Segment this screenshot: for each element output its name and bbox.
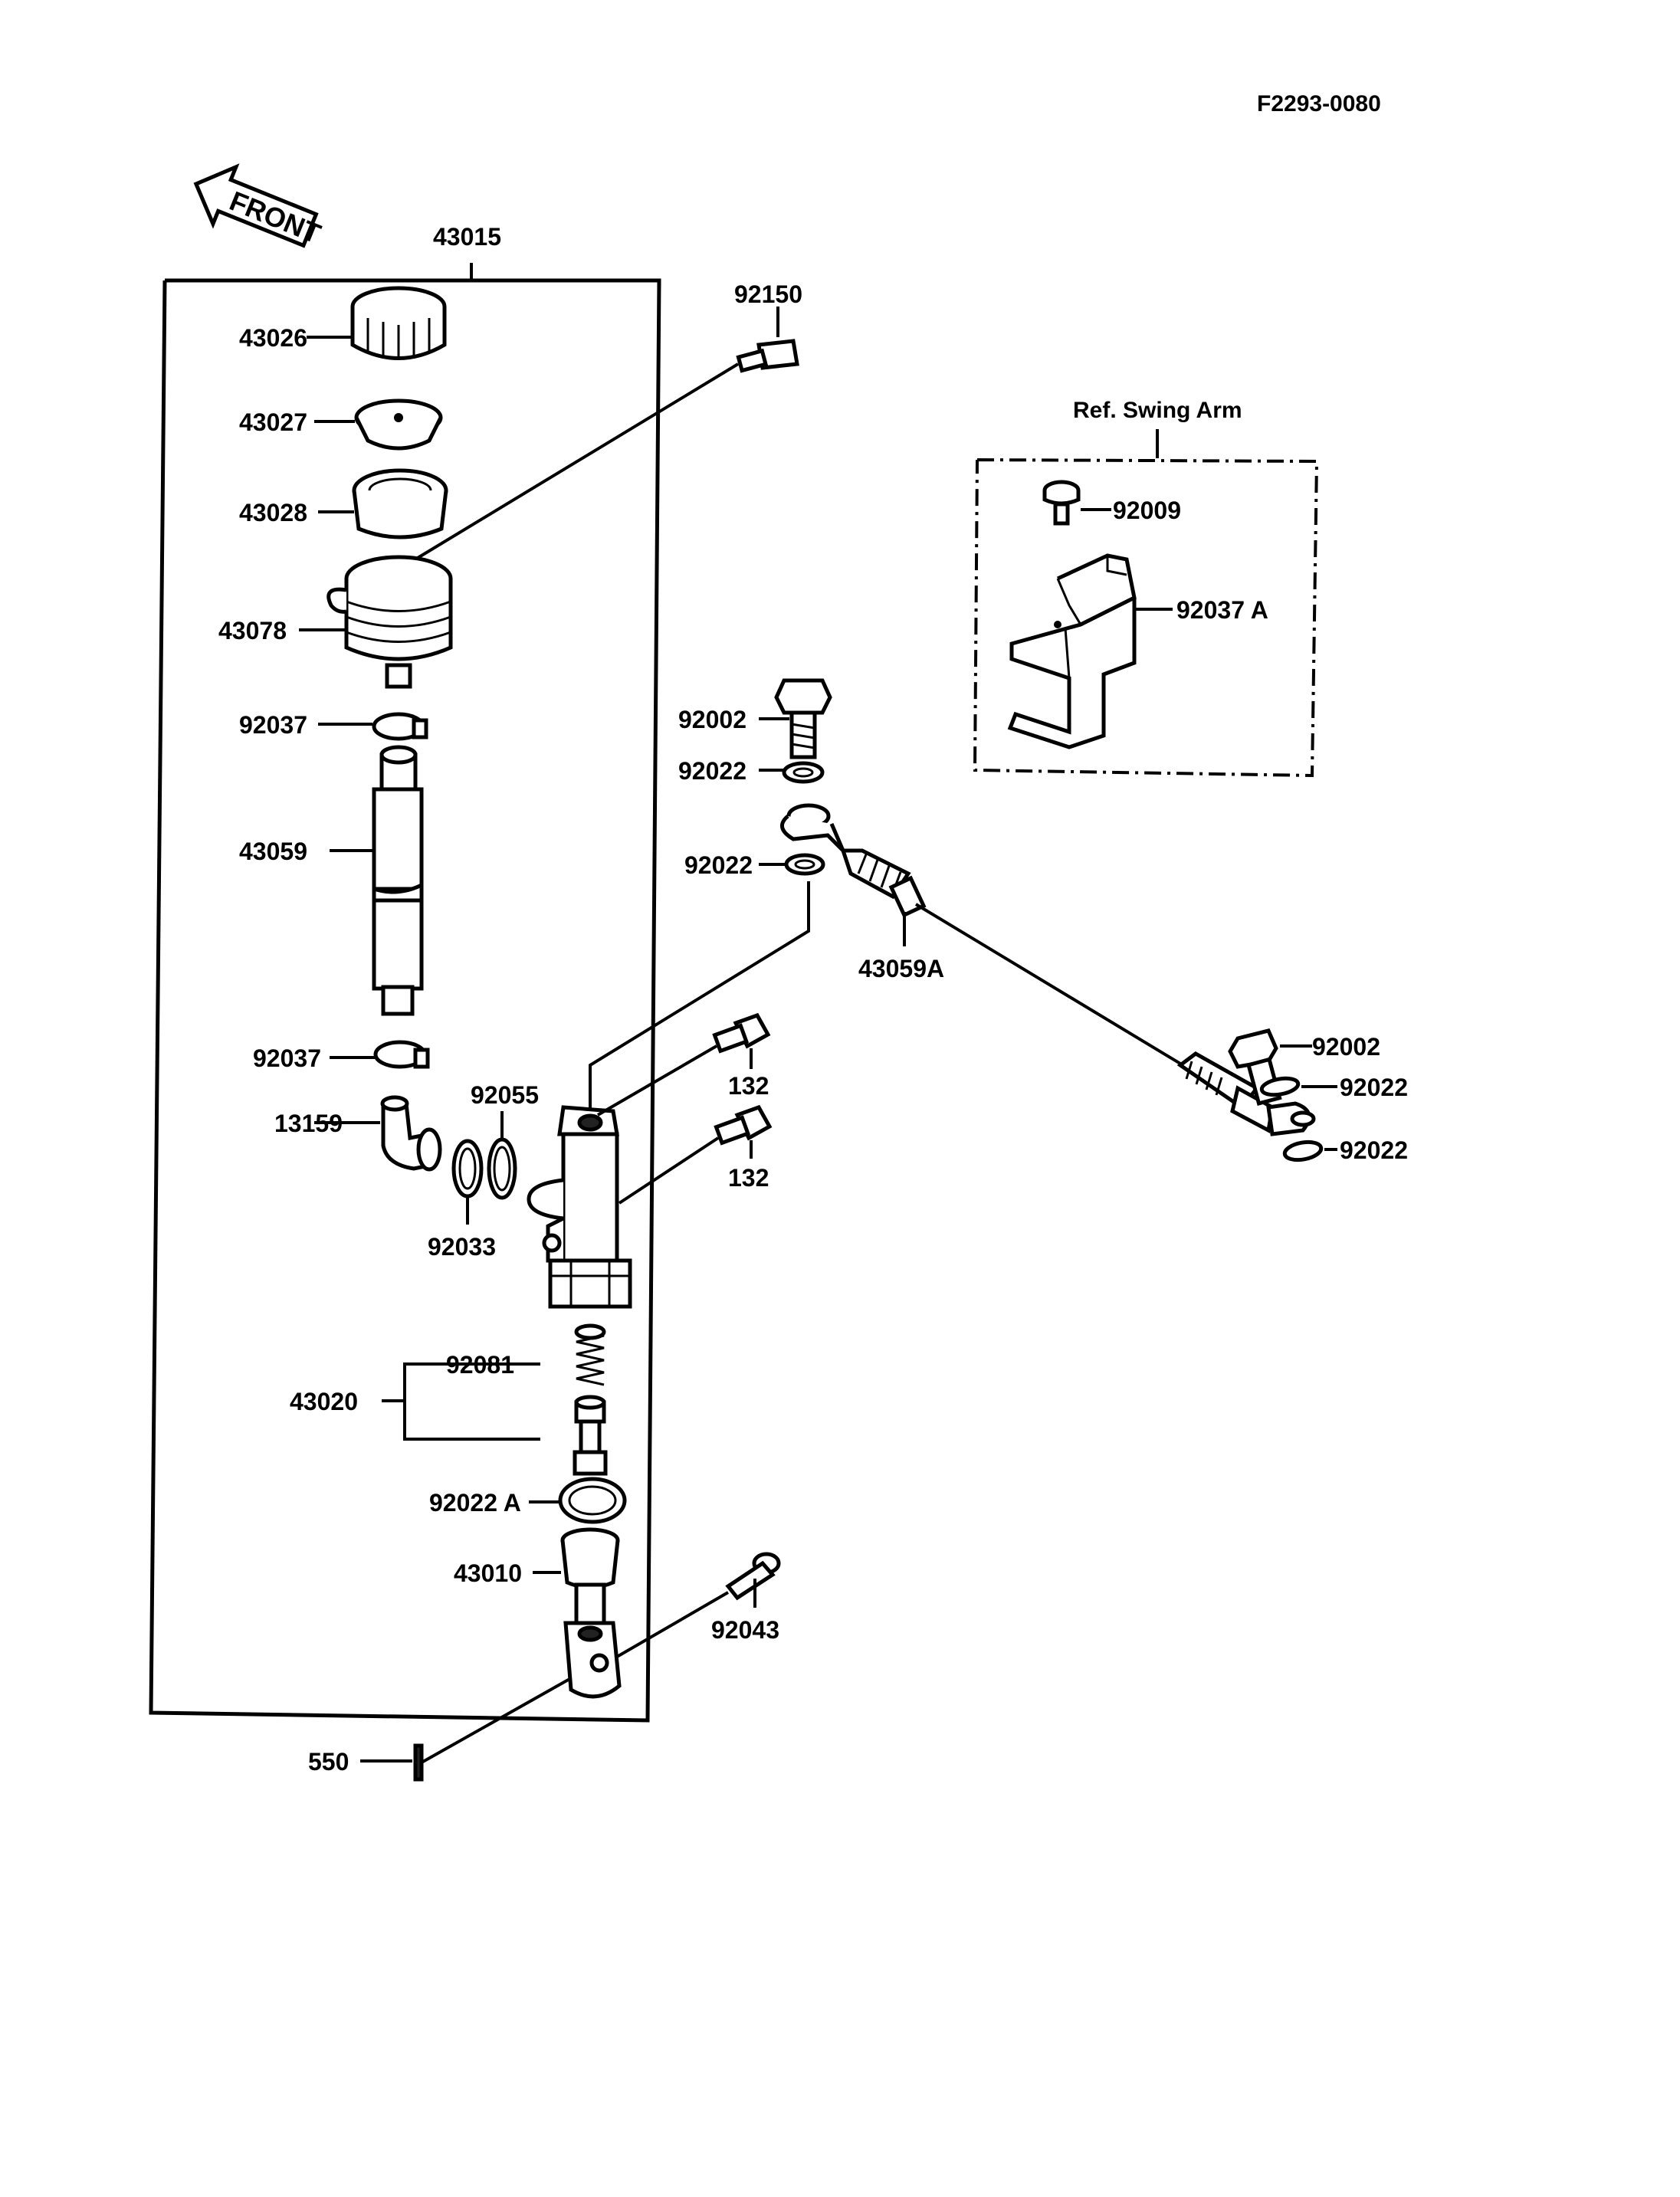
part-label-92022A: 92022 A bbox=[429, 1489, 521, 1517]
part-label-13159: 13159 bbox=[274, 1110, 343, 1137]
washer-upper-a: 92022 bbox=[678, 757, 825, 785]
part-label-92033: 92033 bbox=[428, 1233, 496, 1261]
part-label-43059: 43059 bbox=[239, 838, 307, 865]
mount-bolt-upper: 132 bbox=[596, 1012, 771, 1117]
part-label-92055: 92055 bbox=[471, 1081, 539, 1109]
part-label-43010: 43010 bbox=[454, 1559, 522, 1587]
part-label-92037-top: 92037 bbox=[239, 711, 307, 739]
reservoir-cap: 43026 bbox=[239, 286, 447, 360]
part-label-132-upper: 132 bbox=[728, 1072, 769, 1100]
part-label-92002-lower: 92002 bbox=[1312, 1033, 1380, 1061]
washer-lower-b: 92022 bbox=[1282, 1136, 1408, 1164]
clevis-pin: 92043 bbox=[615, 1552, 781, 1658]
cotter-pin: 550 bbox=[308, 1677, 572, 1782]
reservoir: 43078 bbox=[218, 555, 453, 689]
hose-clamp-bottom: 92037 bbox=[253, 1040, 430, 1072]
clevis bbox=[563, 1621, 622, 1699]
hose-elbow: 13159 bbox=[274, 1095, 442, 1172]
brake-hose: 43059A bbox=[780, 803, 1197, 1074]
part-label-43026: 43026 bbox=[239, 324, 307, 352]
leader-line-cylinder bbox=[589, 881, 810, 1111]
assembly-box-43015: 43015 bbox=[149, 223, 661, 1723]
snap-ring: 92022 A bbox=[429, 1477, 627, 1524]
screw-92009: 92009 bbox=[1042, 480, 1181, 526]
o-rings: 92033 92055 bbox=[428, 1081, 539, 1261]
part-label-43028: 43028 bbox=[239, 499, 307, 526]
part-label-92043: 92043 bbox=[711, 1616, 779, 1644]
part-label-92022-upper-b: 92022 bbox=[684, 851, 753, 879]
part-label-92022-upper-a: 92022 bbox=[678, 757, 746, 785]
ref-swing-arm-label: Ref. Swing Arm bbox=[1073, 398, 1242, 423]
diaphragm-plate: 43027 bbox=[239, 398, 443, 451]
reservoir-hose: 43059 bbox=[239, 745, 424, 1016]
piston-assembly: 92081 43020 bbox=[290, 1323, 608, 1476]
banjo-bolt-upper: 92002 bbox=[678, 678, 832, 759]
push-rod-boot: 43010 bbox=[454, 1527, 620, 1625]
diagram-id: F2293-0080 bbox=[1257, 91, 1381, 116]
part-label-92081: 92081 bbox=[446, 1351, 514, 1379]
part-label-43015: 43015 bbox=[433, 223, 501, 251]
part-label-43059A: 43059A bbox=[858, 955, 944, 982]
part-label-43027: 43027 bbox=[239, 408, 307, 436]
part-label-132-lower: 132 bbox=[728, 1164, 769, 1192]
hose-clamp-top: 92037 bbox=[239, 711, 428, 741]
washer-lower-a: 92022 bbox=[1259, 1074, 1408, 1101]
part-label-92150: 92150 bbox=[734, 280, 802, 308]
mount-bolt-lower: 132 bbox=[618, 1104, 773, 1205]
bolt-92150: 92150 bbox=[416, 280, 802, 559]
part-label-43078: 43078 bbox=[218, 617, 287, 644]
front-arrow-icon: FRONT bbox=[193, 163, 325, 250]
master-cylinder-body bbox=[527, 1105, 632, 1309]
part-label-92022-lower-a: 92022 bbox=[1340, 1074, 1408, 1101]
part-label-43020: 43020 bbox=[290, 1388, 358, 1415]
ref-swing-arm-box: Ref. Swing Arm bbox=[973, 398, 1319, 778]
part-label-550: 550 bbox=[308, 1748, 349, 1776]
hose-bracket: 92037 A bbox=[1007, 553, 1268, 749]
part-label-92037A: 92037 A bbox=[1176, 596, 1268, 624]
part-label-92022-lower-b: 92022 bbox=[1340, 1136, 1408, 1164]
part-label-92037-bottom: 92037 bbox=[253, 1044, 321, 1072]
diaphragm: 43028 bbox=[239, 468, 448, 539]
front-label: FRONT bbox=[225, 185, 325, 249]
part-label-92002-upper: 92002 bbox=[678, 706, 746, 733]
part-label-92009: 92009 bbox=[1113, 497, 1181, 524]
washer-upper-b: 92022 bbox=[684, 851, 825, 879]
